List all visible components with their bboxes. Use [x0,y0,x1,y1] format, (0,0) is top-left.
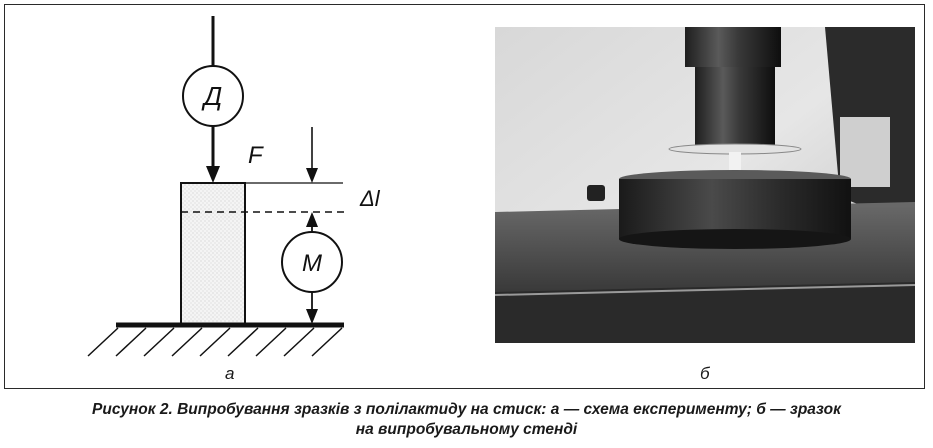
deformation-label: Δl [359,186,381,211]
gauge-arrowhead-down [306,309,318,324]
panel-label-a: а [225,364,235,383]
dynamometer-label: Д [201,81,222,111]
force-arrowhead [206,166,220,183]
figure-caption: Рисунок 2. Випробування зразків з поліла… [0,400,933,440]
experiment-scheme: Д F Δl М [87,16,381,357]
gauge-label: М [302,250,322,277]
ground-hatching [87,327,343,357]
test-stand-photo [495,27,915,343]
panel-label-b: б [700,364,710,383]
caption-line-2: на випробувальному стенді [355,421,578,438]
caption-line-1: Рисунок 2. Випробування зразків з поліла… [92,401,841,418]
figure-frame [4,4,925,389]
force-label: F [248,142,264,169]
deformation-arrowhead-top [306,168,318,183]
gauge-arrowhead-up [306,212,318,227]
specimen [180,182,246,326]
